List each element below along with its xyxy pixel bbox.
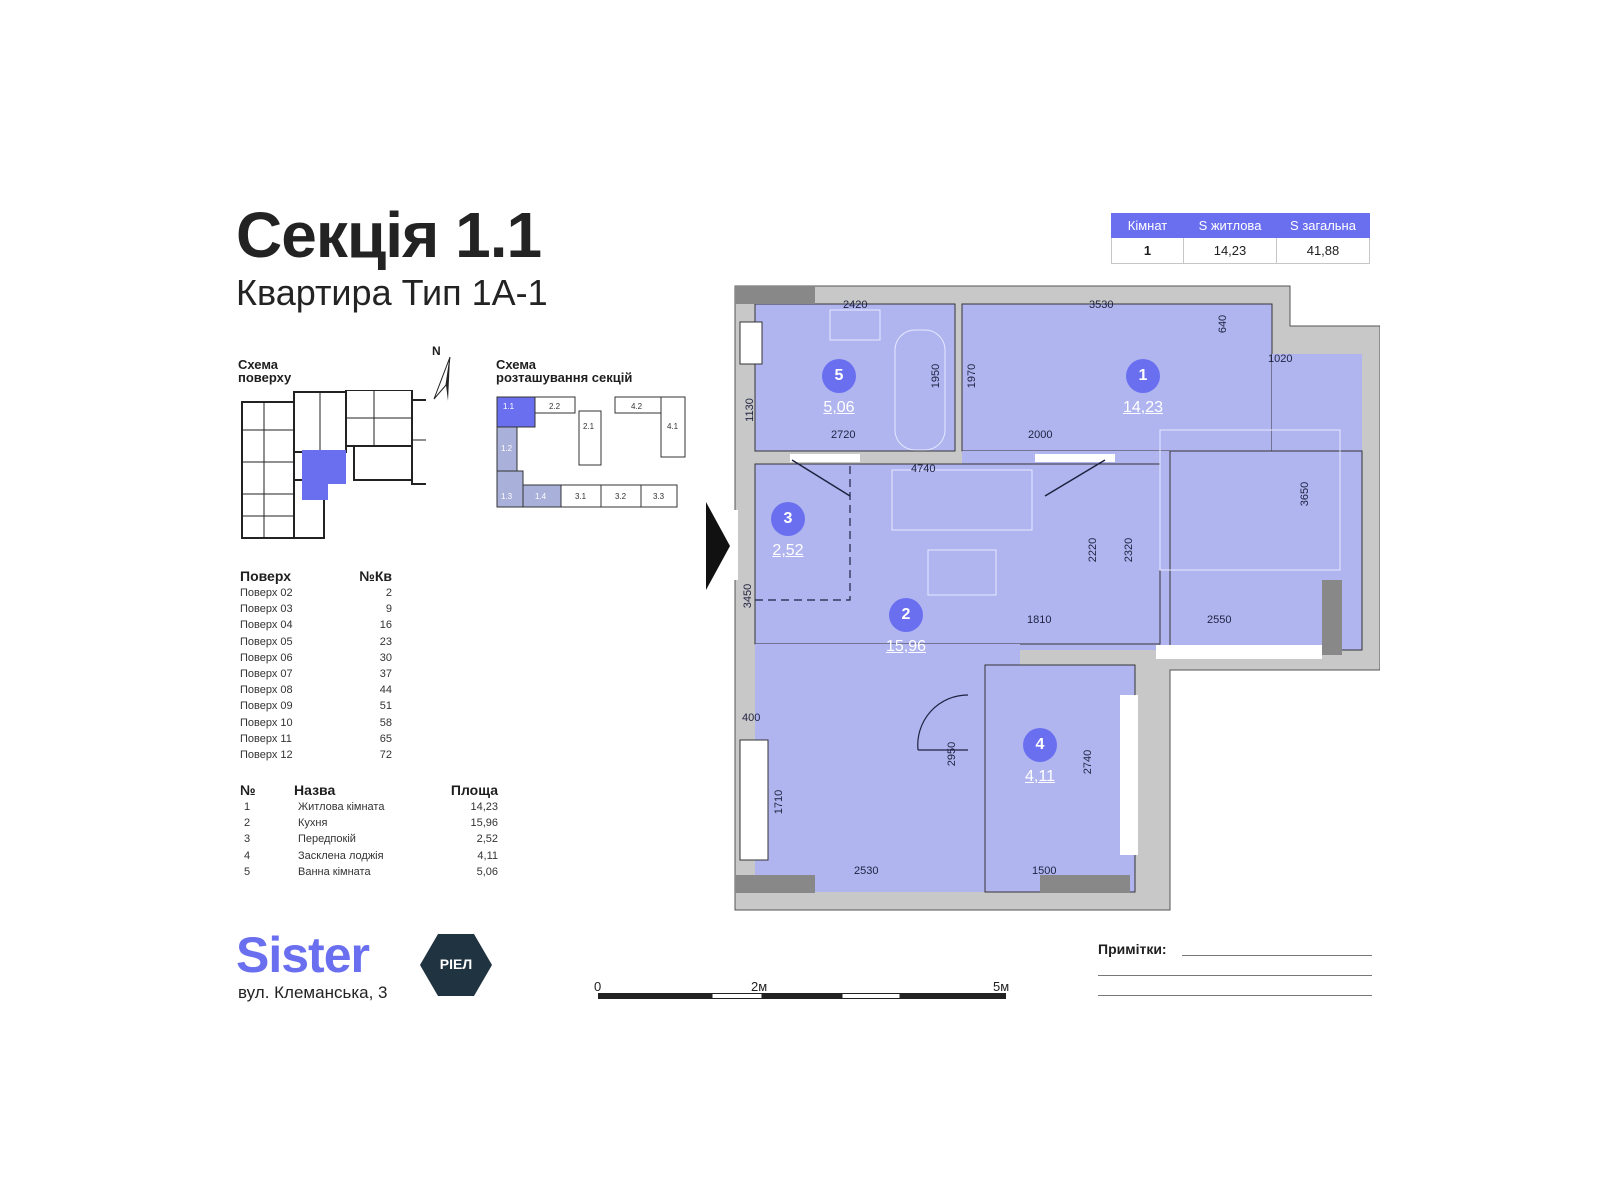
scale-end: 5м (993, 979, 1010, 994)
svg-text:3.2: 3.2 (615, 492, 627, 501)
svg-text:4.2: 4.2 (631, 402, 643, 411)
scale-start: 0 (594, 979, 602, 994)
room-3-badge: 3 (771, 502, 805, 536)
room-4-badge: 4 (1023, 728, 1057, 762)
floor-scheme-label: Схема поверху (238, 357, 292, 385)
north-label: N (432, 344, 441, 358)
section-scheme-label: Схема розташування секцій (496, 357, 633, 385)
room-1-badge: 1 (1126, 359, 1160, 393)
room-5-area: 5,06 (823, 399, 855, 416)
room-3-area: 2,52 (772, 542, 804, 559)
dimension-label: 400 (742, 712, 761, 724)
notes-line-3 (1098, 995, 1372, 996)
dimension-label: 2220 (1087, 537, 1100, 563)
svg-text:3.1: 3.1 (575, 492, 587, 501)
dimension-label: 2740 (1082, 749, 1095, 775)
partner-logo-icon (420, 934, 492, 996)
svg-text:1.1: 1.1 (503, 402, 515, 411)
notes-line-1 (1182, 955, 1372, 956)
dimension-label: 2530 (854, 865, 879, 877)
notes-line-2 (1098, 975, 1372, 976)
header-total-area: S загальна (1276, 213, 1370, 238)
room-2-badge: 2 (889, 598, 923, 632)
room-1-area: 14,23 (1122, 399, 1164, 416)
dimension-label: 2950 (946, 741, 959, 767)
living-area: 14,23 (1183, 237, 1277, 264)
dimension-label: 640 (1217, 314, 1230, 334)
svg-text:1.2: 1.2 (501, 444, 513, 453)
svg-text:2.2: 2.2 (549, 402, 561, 411)
dimension-label: 1130 (743, 398, 756, 422)
dimension-label: 1810 (1027, 614, 1052, 626)
svg-text:1.3: 1.3 (501, 492, 513, 501)
dimension-label: 2420 (843, 299, 868, 311)
total-area: 41,88 (1276, 237, 1370, 264)
dimension-label: 3450 (742, 583, 755, 609)
notes-label: Примітки: (1098, 941, 1167, 957)
header-rooms: Кімнат (1111, 213, 1184, 238)
dimension-label: 3530 (1089, 299, 1114, 311)
north-arrow-icon (433, 356, 451, 401)
svg-text:2.1: 2.1 (583, 422, 595, 431)
scale-mid: 2м (751, 979, 768, 994)
summary-table: Кімнат S житлова S загальна 1 14,23 41,8… (1111, 213, 1370, 264)
dimension-label: 1020 (1268, 353, 1293, 365)
page-title: Секція 1.1 (236, 199, 542, 271)
dimension-label: 1710 (773, 789, 786, 815)
dimension-label: 1970 (966, 363, 979, 389)
dimension-label: 2320 (1123, 537, 1136, 563)
section-scheme-map: 1.1 1.2 1.3 1.4 2.1 2.2 3.1 3.2 3.3 4.1 … (496, 396, 686, 508)
apartment-floor-plan (706, 285, 1380, 911)
dimension-label: 2550 (1207, 614, 1232, 626)
dimension-label: 3650 (1299, 481, 1312, 507)
dimension-label: 1500 (1032, 865, 1057, 877)
header-living-area: S житлова (1183, 213, 1277, 238)
apartment-type: Квартира Тип 1А-1 (236, 272, 548, 313)
room-2-area: 15,96 (885, 638, 927, 655)
scale-bar (598, 993, 1006, 999)
room-5-badge: 5 (822, 359, 856, 393)
rooms-count: 1 (1111, 237, 1184, 264)
svg-text:1.4: 1.4 (535, 492, 547, 501)
room-4-area: 4,11 (1025, 768, 1055, 785)
svg-text:3.3: 3.3 (653, 492, 665, 501)
svg-text:4.1: 4.1 (667, 422, 679, 431)
dimension-label: 1950 (930, 363, 943, 389)
dimension-label: 4740 (911, 463, 936, 475)
partner-logo-text: РІЕЛ (439, 956, 473, 972)
dimension-label: 2720 (831, 429, 856, 441)
address: вул. Клеманська, 3 (238, 983, 388, 1002)
brand-logo: Sister (236, 927, 370, 983)
dimension-label: 2000 (1028, 429, 1053, 441)
floor-scheme-map (241, 390, 426, 539)
